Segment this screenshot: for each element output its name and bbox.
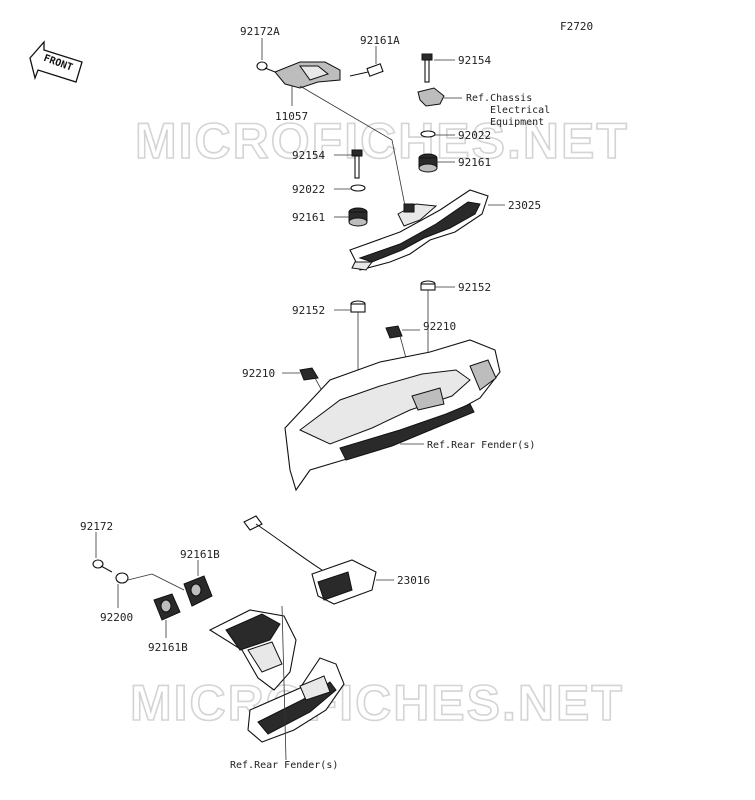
label-92152-right: 92152 xyxy=(458,281,491,294)
collar-92152-left-icon xyxy=(350,300,366,313)
washer-92022-left-icon xyxy=(350,184,366,192)
license-lamp-23016-icon xyxy=(243,515,377,605)
clip-chassis-icon xyxy=(417,87,445,107)
label-92200: 92200 xyxy=(100,611,133,624)
grommet-92161b-bottom-icon xyxy=(153,593,181,621)
label-92022-right: 92022 xyxy=(458,129,491,142)
ref-rear-fender-bottom: Ref.Rear Fender(s) xyxy=(230,760,338,771)
label-92161-left: 92161 xyxy=(292,211,325,224)
label-92152-left: 92152 xyxy=(292,304,325,317)
ref-chassis-line1: Ref.Chassis xyxy=(466,93,532,104)
ref-rear-fender-top: Ref.Rear Fender(s) xyxy=(427,440,535,451)
license-bracket-icon xyxy=(208,609,297,691)
watermark-top: MICROFICHES.NET xyxy=(135,113,629,169)
bolt-92154-right-icon xyxy=(421,53,433,83)
label-23025: 23025 xyxy=(508,199,541,212)
washer-92022-right-icon xyxy=(420,130,436,138)
nut-92210-left-icon xyxy=(299,367,319,381)
label-92210-left: 92210 xyxy=(242,367,275,380)
nut-92210-right-icon xyxy=(385,325,403,339)
label-92161b-top: 92161B xyxy=(180,548,220,561)
rear-fender-bottom-icon xyxy=(247,657,345,743)
rear-fender-top-icon xyxy=(284,339,501,492)
label-92172: 92172 xyxy=(80,520,113,533)
label-23016: 23016 xyxy=(397,574,430,587)
ref-chassis-line2: Electrical xyxy=(490,105,550,116)
label-92154-left: 92154 xyxy=(292,149,325,162)
front-arrow-icon: FRONT xyxy=(29,40,83,83)
taillight-23025-icon xyxy=(349,189,489,271)
label-92210-right: 92210 xyxy=(423,320,456,333)
label-92161b-bottom: 92161B xyxy=(148,641,188,654)
grommet-92161-left-icon xyxy=(348,207,368,227)
connector-92161a-icon xyxy=(349,63,384,77)
label-92022-left: 92022 xyxy=(292,183,325,196)
bracket-11057-icon xyxy=(274,61,341,89)
screw-92172a-icon xyxy=(256,61,276,73)
label-92172a: 92172A xyxy=(240,25,280,38)
label-92154-top: 92154 xyxy=(458,54,491,67)
grommet-92161b-top-icon xyxy=(183,575,213,607)
label-11057: 11057 xyxy=(275,110,308,123)
washer-92200-icon xyxy=(115,572,129,584)
watermark-bottom: MICROFICHES.NET xyxy=(130,675,624,731)
bolt-92154-left-icon xyxy=(351,149,363,179)
screw-92172-icon xyxy=(92,559,113,573)
label-92161-right: 92161 xyxy=(458,156,491,169)
label-92161a: 92161A xyxy=(360,34,400,47)
ref-chassis-line3: Equipment xyxy=(490,117,544,128)
figure-code: F2720 xyxy=(560,20,593,33)
collar-92152-right-icon xyxy=(420,280,436,291)
grommet-92161-right-icon xyxy=(418,153,438,173)
